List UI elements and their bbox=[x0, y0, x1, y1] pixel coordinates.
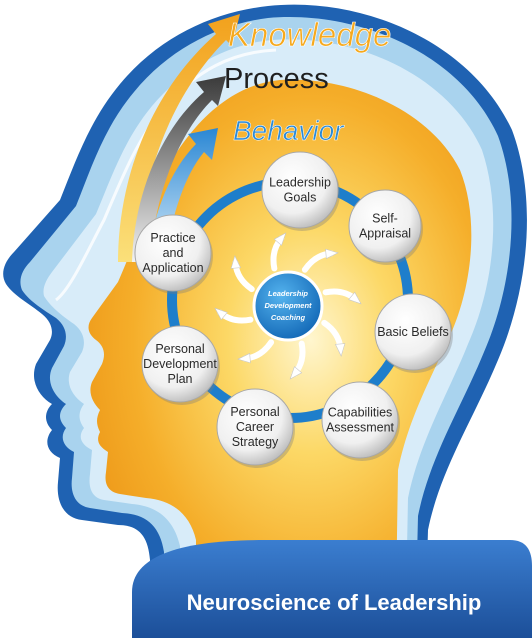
hub-arrows bbox=[214, 232, 362, 380]
node-label: Practice bbox=[150, 231, 195, 245]
node-circle bbox=[141, 325, 219, 403]
hub-radial-arrowhead bbox=[335, 343, 346, 357]
node-label: Career bbox=[236, 420, 274, 434]
node-label: Assessment bbox=[326, 421, 395, 435]
hub-radial-arrowhead bbox=[237, 353, 251, 364]
head-white-stripe bbox=[55, 48, 277, 302]
process-title: Process bbox=[224, 63, 329, 95]
behavior-title: Behavior bbox=[233, 115, 345, 146]
banner: Neuroscience of Leadership bbox=[132, 540, 532, 638]
node-label: Basic Beliefs bbox=[377, 325, 449, 339]
hub-label-line2: Development bbox=[264, 301, 312, 310]
node-label: Personal bbox=[155, 342, 204, 356]
hub-node: Leadership Development Coaching bbox=[252, 270, 324, 342]
node-label: Appraisal bbox=[359, 227, 411, 241]
process-arrow bbox=[132, 76, 226, 262]
node-circle bbox=[321, 381, 399, 459]
node-circle bbox=[374, 293, 452, 371]
node-label: Personal bbox=[230, 405, 279, 419]
hub-radial-arrowhead bbox=[230, 255, 241, 269]
knowledge-title: Knowledge bbox=[228, 16, 391, 53]
hub-radial-arrowhead bbox=[289, 366, 303, 380]
knowledge-arrow bbox=[118, 14, 240, 262]
node-circle bbox=[216, 388, 294, 466]
hub-radial-arrowhead bbox=[214, 307, 228, 321]
node-label: Goals bbox=[284, 191, 317, 205]
hub-radial-arrowhead bbox=[325, 248, 339, 259]
cycle-node-self-appraisal: Self-Appraisal bbox=[348, 189, 423, 265]
hub-label-line1: Leadership bbox=[268, 289, 308, 298]
node-label: and bbox=[163, 246, 184, 260]
node-label: Plan bbox=[167, 372, 192, 386]
node-label: Capabilities bbox=[328, 406, 393, 420]
node-label: Self- bbox=[372, 212, 398, 226]
cycle-node-basic-beliefs: Basic Beliefs bbox=[374, 293, 453, 373]
node-circle bbox=[348, 189, 422, 263]
hub-circle bbox=[252, 270, 324, 342]
node-circle bbox=[261, 151, 339, 229]
node-label: Application bbox=[142, 261, 203, 275]
node-circle bbox=[134, 214, 212, 292]
banner-title: Neuroscience of Leadership bbox=[187, 590, 482, 615]
banner-shape bbox=[132, 540, 532, 638]
node-label: Leadership bbox=[269, 176, 331, 190]
node-label: Strategy bbox=[232, 435, 279, 449]
hub-label-line3: Coaching bbox=[271, 313, 306, 322]
node-label: Development bbox=[143, 357, 217, 371]
hub-radial-arrowhead bbox=[348, 291, 362, 305]
hub-radial-arrowhead bbox=[273, 232, 287, 246]
